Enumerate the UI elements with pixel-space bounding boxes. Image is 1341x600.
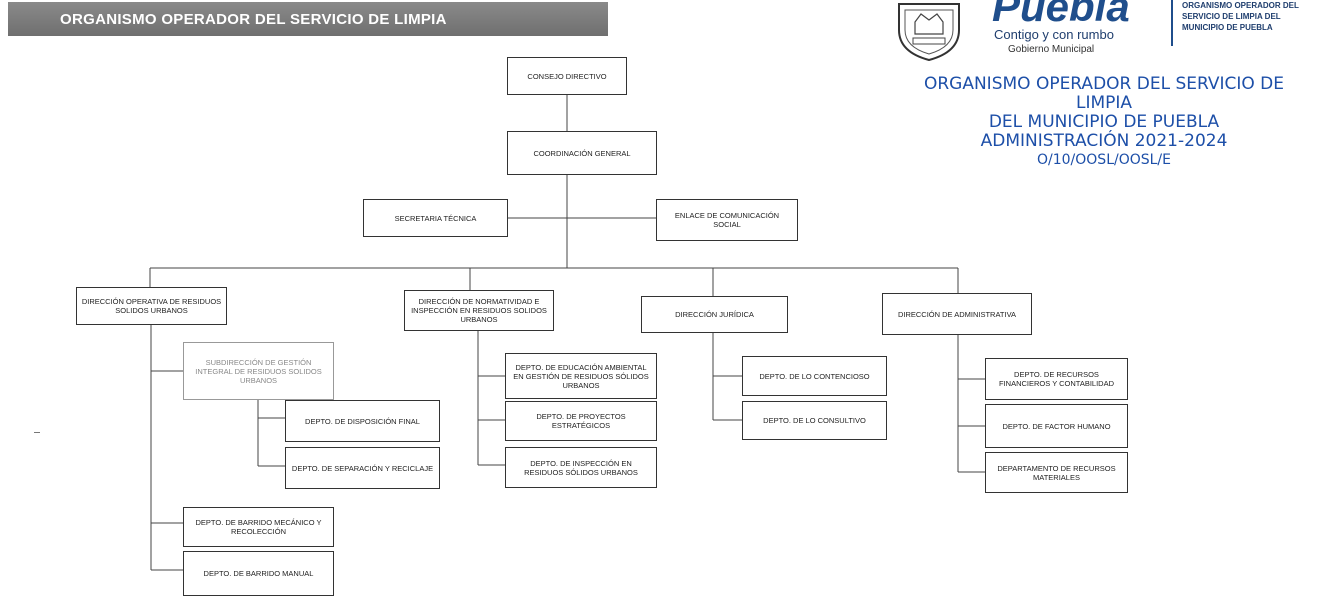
node-depto-separacion: DEPTO. DE SEPARACIÓN Y RECICLAJE (285, 447, 440, 489)
node-secretaria-tecnica: SECRETARIA TÉCNICA (363, 199, 508, 237)
node-depto-barrido-mecanico: DEPTO. DE BARRIDO MECÁNICO Y RECOLECCIÓN (183, 507, 334, 547)
node-subdireccion-gestion: SUBDIRECCIÓN DE GESTIÓN INTEGRAL DE RESI… (183, 342, 334, 400)
logo-wordmark: Puebla (992, 0, 1130, 30)
scan-mark (34, 432, 40, 433)
node-depto-disposicion: DEPTO. DE DISPOSICIÓN FINAL (285, 400, 440, 442)
logo-slogan: Contigo y con rumbo (994, 27, 1114, 42)
node-depto-consultivo: DEPTO. DE LO CONSULTIVO (742, 401, 887, 440)
page-title-banner: ORGANISMO OPERADOR DEL SERVICIO DE LIMPI… (8, 2, 608, 36)
official-stamp: ORGANISMO OPERADOR DEL SERVICIO DE LIMPI… (898, 75, 1310, 170)
logo-side-line: SERVICIO DE LIMPIA DEL (1182, 12, 1281, 21)
stamp-code: O/10/OOSL/OOSL/E (1037, 152, 1171, 168)
node-depto-proyectos: DEPTO. DE PROYECTOS ESTRATÉGICOS (505, 401, 657, 441)
node-depto-educacion: DEPTO. DE EDUCACIÓN AMBIENTAL EN GESTIÓN… (505, 353, 657, 399)
node-consejo-directivo: CONSEJO DIRECTIVO (507, 57, 627, 95)
logo-side-line: MUNICIPIO DE PUEBLA (1182, 23, 1273, 32)
node-direccion-juridica: DIRECCIÓN JURÍDICA (641, 296, 788, 333)
logo-side-text: ORGANISMO OPERADOR DEL SERVICIO DE LIMPI… (1182, 0, 1341, 33)
node-depto-recursos-materiales: DEPARTAMENTO DE RECURSOS MATERIALES (985, 452, 1128, 493)
stamp-line-1: ORGANISMO OPERADOR DEL SERVICIO DE LIMPI… (923, 74, 1285, 113)
node-direccion-operativa: DIRECCIÓN OPERATIVA DE RESIDUOS SOLIDOS … (76, 287, 227, 325)
node-coordinacion-general: COORDINACIÓN GENERAL (507, 131, 657, 175)
node-depto-inspeccion: DEPTO. DE INSPECCIÓN EN RESIDUOS SÓLIDOS… (505, 447, 657, 488)
node-direccion-normatividad: DIRECCIÓN DE NORMATIVIDAD E INSPECCIÓN E… (404, 290, 554, 331)
logo-side-line: ORGANISMO OPERADOR DEL (1182, 1, 1299, 10)
node-enlace-comunicacion: ENLACE DE COMUNICACIÓN SOCIAL (656, 199, 798, 241)
stamp-line-3: ADMINISTRACIÓN 2021-2024 (980, 131, 1228, 151)
stamp-line-2: DEL MUNICIPIO DE PUEBLA (988, 112, 1220, 132)
municipal-seal-icon (898, 3, 960, 62)
node-depto-factor-humano: DEPTO. DE FACTOR HUMANO (985, 404, 1128, 448)
node-depto-barrido-manual: DEPTO. DE BARRIDO MANUAL (183, 551, 334, 596)
node-depto-recursos-financieros: DEPTO. DE RECURSOS FINANCIEROS Y CONTABI… (985, 358, 1128, 400)
logo-subtitle: Gobierno Municipal (1008, 44, 1095, 55)
node-depto-contencioso: DEPTO. DE LO CONTENCIOSO (742, 356, 887, 396)
node-direccion-administrativa: DIRECCIÓN DE ADMINISTRATIVA (882, 293, 1032, 335)
logo-divider (1171, 0, 1173, 46)
